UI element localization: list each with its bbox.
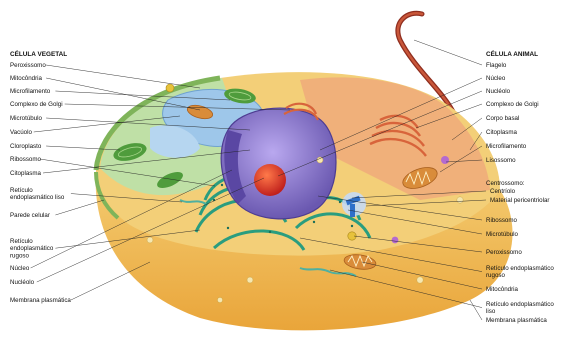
left-heading: CÉLULA VEGETAL — [10, 49, 67, 58]
nucleolus — [254, 164, 286, 196]
right-label-17: Membrana plasmática — [486, 317, 547, 324]
right-label-11: Ribossomo — [486, 217, 518, 224]
right-label-2: Nucléolo — [486, 88, 511, 95]
left-label-4: Microtúbulo — [10, 115, 43, 122]
left-label-9-line-0: Retículo — [10, 187, 33, 194]
right-label-1: Núcleo — [486, 75, 506, 82]
right-leader-line-0 — [414, 40, 482, 65]
left-label-9-line-1: endoplasmático liso — [10, 194, 65, 201]
right-leader-line-17 — [470, 300, 482, 320]
right-label-15: Mitocôndria — [486, 286, 519, 293]
right-label-13: Peroxissomo — [486, 249, 522, 256]
right-label-3: Complexo de Golgi — [486, 101, 539, 108]
left-label-11-line-1: endoplasmático — [10, 245, 54, 252]
right-label-5: Citoplasma — [486, 129, 518, 136]
right-label-7: Lisossomo — [486, 157, 516, 164]
right-heading: CÉLULA ANIMAL — [486, 49, 538, 58]
left-label-11-line-0: Retículo — [10, 238, 33, 245]
left-label-3: Complexo de Golgi — [10, 101, 63, 108]
nucleus — [221, 108, 336, 219]
left-label-7: Ribossomo — [10, 156, 42, 163]
left-label-8: Citoplasma — [10, 170, 42, 177]
left-label-6: Cloroplasto — [10, 143, 42, 150]
left-leader-line-10 — [55, 200, 104, 215]
right-label-4: Corpo basal — [486, 115, 519, 122]
right-label-6: Microfilamento — [486, 143, 527, 150]
left-label-10: Parede celular — [10, 212, 50, 219]
left-label-12: Núcleo — [10, 265, 30, 272]
left-leader-line-0 — [46, 65, 200, 88]
right-label-12: Microtúbulo — [486, 231, 519, 238]
left-label-5: Vacúolo — [10, 129, 32, 136]
right-label-16-line-0: Retículo endoplasmático — [486, 301, 554, 308]
right-label-8: Centrossomo: — [486, 180, 525, 187]
right-label-10: Material pericentriolar — [490, 197, 550, 204]
left-label-2: Microfilamento — [10, 88, 51, 95]
left-label-11-line-2: rugoso — [10, 252, 29, 259]
right-label-14-line-1: rugoso — [486, 272, 505, 279]
right-label-9: Centríolo — [490, 188, 516, 195]
right-label-0: Flagelo — [486, 62, 507, 69]
right-label-14-line-0: Retículo endoplasmático — [486, 265, 554, 272]
left-label-13: Nucléolo — [10, 279, 35, 286]
left-label-1: Mitocôndria — [10, 75, 43, 82]
left-label-0: Peroxissomo — [10, 62, 46, 69]
right-label-16-line-1: liso — [486, 308, 496, 315]
left-label-14: Membrana plasmática — [10, 297, 71, 304]
